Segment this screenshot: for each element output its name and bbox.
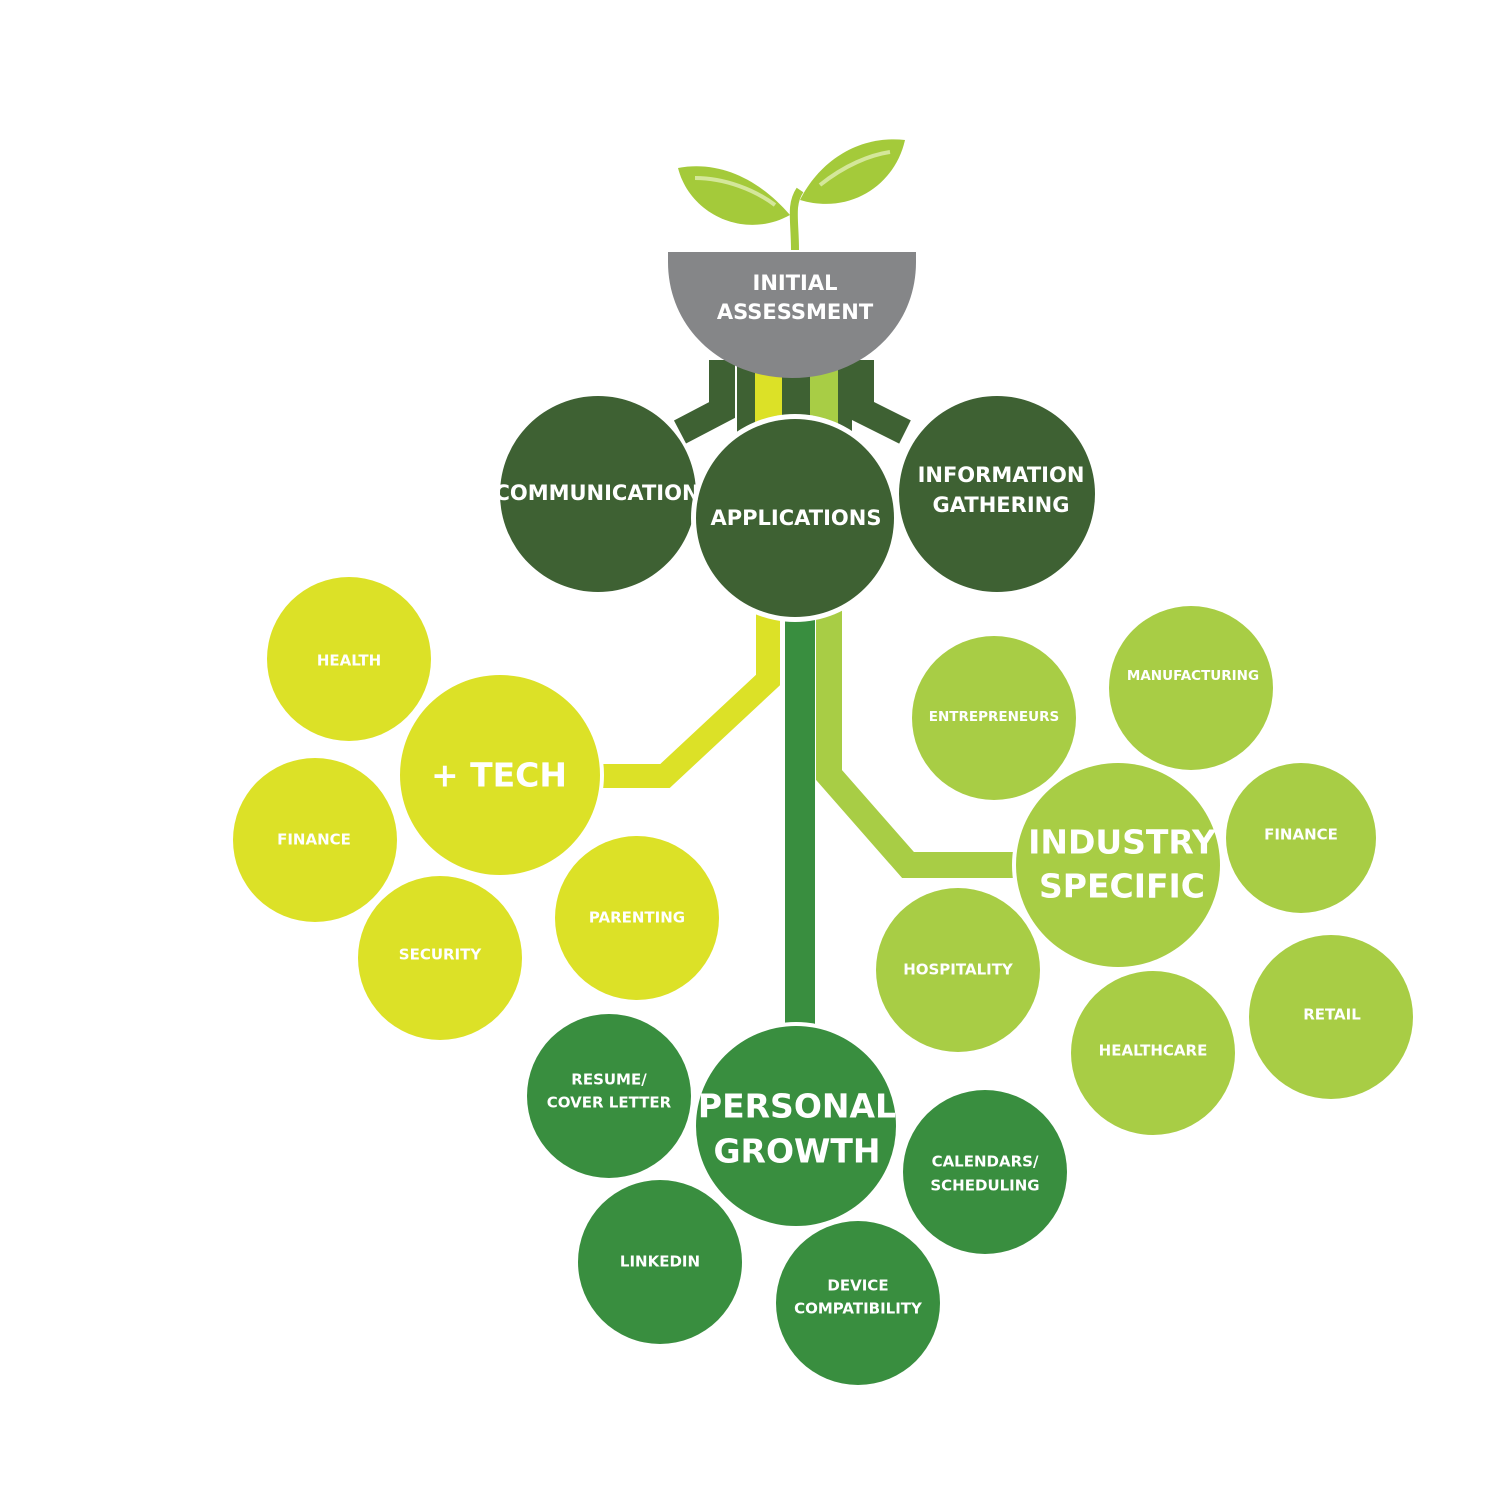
industry-retail-label: RETAIL	[1303, 1006, 1361, 1024]
industry-finance-label: FINANCE	[1264, 826, 1338, 844]
stem-stripe-dark-right	[838, 360, 852, 440]
left-leaf-icon	[678, 166, 790, 225]
personal-growth-label: PERSONAL	[698, 1087, 896, 1126]
personal-resume-node	[527, 1014, 691, 1178]
industry-healthcare-label: HEALTHCARE	[1099, 1042, 1208, 1060]
tech-health-node	[267, 577, 431, 741]
industry-manufacturing-label: MANUFACTURING	[1127, 668, 1259, 684]
tech-parenting-node	[555, 836, 719, 1000]
personal-growth-cluster: PERSONAL GROWTH RESUME/ COVER LETTER CAL…	[527, 1014, 1067, 1385]
stem-to-communication	[673, 360, 735, 444]
tech-security-label: SECURITY	[399, 946, 483, 964]
communication-label: COMMUNICATION	[494, 481, 699, 505]
tech-main-node	[400, 675, 600, 875]
personal-resume-label: RESUME/	[571, 1071, 647, 1089]
core-skills: COMMUNICATION APPLICATIONS INFORMATION G…	[494, 396, 1095, 622]
industry-entrepreneurs-label: ENTREPRENEURS	[929, 709, 1059, 725]
tech-parenting-label: PARENTING	[589, 909, 685, 927]
industry-label: SPECIFIC	[1039, 867, 1205, 906]
personal-device-node	[776, 1221, 940, 1385]
industry-hospitality-label: HOSPITALITY	[903, 961, 1014, 979]
personal-device-label: COMPATIBILITY	[794, 1300, 923, 1318]
tech-label: + TECH	[431, 756, 567, 795]
personal-calendars-label: CALENDARS/	[932, 1153, 1039, 1171]
tech-finance-node	[233, 758, 397, 922]
initial-assessment-label: INITIAL	[753, 271, 838, 295]
right-leaf-icon	[800, 139, 905, 204]
industry-retail-node	[1249, 935, 1413, 1099]
sprout-icon	[678, 139, 905, 251]
personal-growth-label: GROWTH	[713, 1132, 880, 1171]
personal-main-node	[696, 1026, 896, 1226]
personal-resume-label: COVER LETTER	[547, 1094, 672, 1112]
tech-cluster: + TECH HEALTH FINANCE SECURITY PARENTING	[233, 577, 719, 1040]
industry-main-node	[1016, 763, 1220, 967]
personal-linkedin-node	[578, 1180, 742, 1344]
tech-health-label: HEALTH	[317, 652, 381, 670]
stem-stripe-dark-left	[737, 360, 755, 440]
communication-node	[500, 396, 696, 592]
info-gathering-node	[899, 396, 1095, 592]
personal-linkedin-label: LINKEDIN	[620, 1253, 700, 1271]
industry-manufacturing-node	[1109, 606, 1273, 770]
tech-security-node	[358, 876, 522, 1040]
personal-device-label: DEVICE	[827, 1277, 888, 1295]
applications-label: APPLICATIONS	[711, 506, 882, 530]
stem-to-info-gathering	[848, 360, 911, 444]
initial-assessment-pot: INITIAL ASSESSMENT	[668, 252, 916, 378]
industry-healthcare-node	[1071, 971, 1235, 1135]
stem-to-industry	[816, 590, 1030, 878]
industry-label: INDUSTRY	[1028, 823, 1217, 862]
stem-to-tech	[595, 590, 780, 788]
industry-entrepreneurs-node	[912, 636, 1076, 800]
industry-finance-node	[1226, 763, 1376, 913]
industry-hospitality-node	[876, 888, 1040, 1052]
personal-calendars-node	[903, 1090, 1067, 1254]
stem-to-personal-growth	[785, 590, 815, 1040]
tech-finance-label: FINANCE	[277, 831, 351, 849]
info-gathering-label: GATHERING	[933, 493, 1070, 517]
applications-node	[696, 419, 894, 617]
info-gathering-label: INFORMATION	[918, 463, 1085, 487]
personal-calendars-label: SCHEDULING	[930, 1177, 1039, 1195]
industry-cluster: INDUSTRY SPECIFIC ENTREPRENEURS MANUFACT…	[876, 606, 1413, 1135]
initial-assessment-label: ASSESSMENT	[717, 300, 874, 324]
